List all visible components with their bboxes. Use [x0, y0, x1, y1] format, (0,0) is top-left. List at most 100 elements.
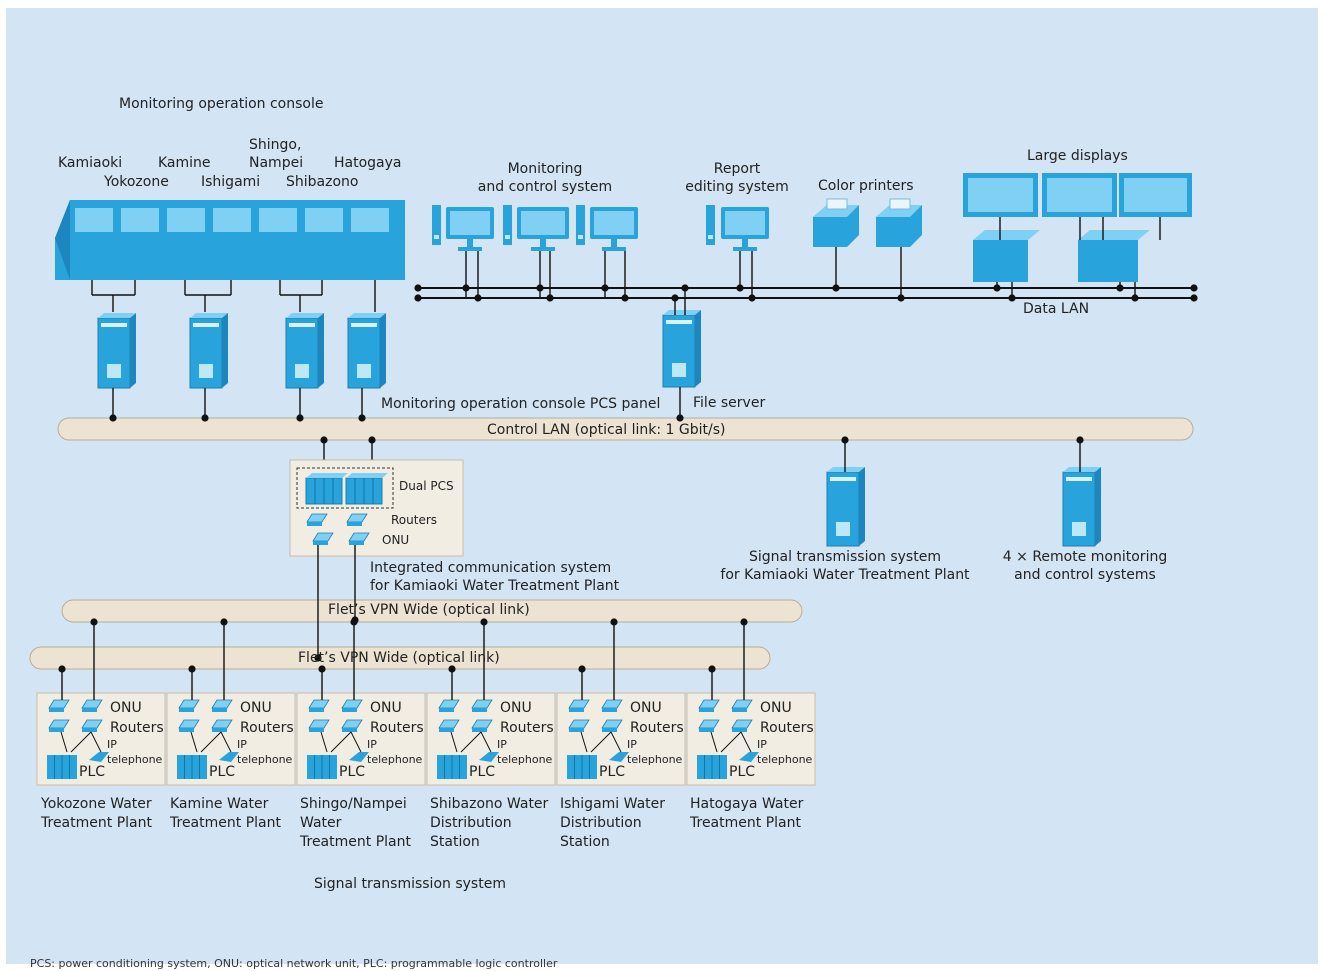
lan-bus: [57, 417, 1194, 441]
junction-dot: [474, 294, 482, 302]
junction-dot: [358, 414, 366, 422]
data-lan-label: Data LAN: [1023, 301, 1090, 317]
rack-top: [346, 473, 388, 478]
monitor-screen: [450, 211, 490, 235]
vpn-upper-label: Flet’s VPN Wide (optical link): [328, 602, 530, 618]
rack-top: [306, 473, 348, 478]
large-display-screen: [1047, 178, 1112, 212]
plant-plc-label: PLC: [209, 764, 236, 780]
router-body: [569, 708, 584, 712]
server-top: [348, 313, 386, 318]
router-body: [472, 708, 487, 712]
junction-dot: [1008, 294, 1016, 302]
pc-tower: [706, 205, 715, 245]
junction-dot: [462, 284, 470, 292]
junction-dot: [897, 294, 905, 302]
console-screen: [75, 208, 113, 232]
site-label-nampei: Nampei: [249, 155, 304, 171]
plant-telephone-label: telephone: [627, 753, 683, 766]
monitor-stand: [742, 239, 748, 247]
server-grille: [357, 364, 371, 378]
router-body: [309, 708, 324, 712]
junction-dot: [318, 665, 326, 673]
dual-pcs-outline: [296, 467, 394, 509]
server-grille: [199, 364, 213, 378]
junction-dot: [448, 665, 456, 673]
plant-hatogaya: Hatogaya Water Treatment Plant: [690, 796, 804, 831]
router-body: [602, 708, 617, 712]
monitoring-system-label: Monitoring and control system: [477, 161, 613, 195]
server-vent: [1066, 477, 1092, 481]
integrated-caption: Integrated communication system for Kami…: [370, 560, 620, 594]
monitor-screen: [594, 211, 634, 235]
connector-line: [200, 731, 222, 753]
connector-line: [710, 731, 718, 753]
connector-line: [740, 731, 752, 753]
printer-paper: [889, 198, 911, 210]
server-grille: [1072, 522, 1086, 536]
router-body: [82, 708, 97, 712]
plant-kamine: Kamine Water Treatment Plant: [170, 796, 281, 831]
connector-line: [590, 731, 612, 753]
footnote: PCS: power conditioning system, ONU: opt…: [30, 957, 558, 970]
lan-bus: [29, 646, 771, 670]
junction-dot: [610, 618, 618, 626]
site-label-shingo: Shingo,: [249, 137, 302, 153]
junction-dot: [480, 618, 488, 626]
monitor-stand: [540, 239, 546, 247]
plant-routers-label: Routers: [240, 720, 294, 736]
plant-telephone-label: telephone: [497, 753, 553, 766]
junction-dot: [681, 284, 689, 292]
plant-ip-label: IP: [367, 738, 377, 751]
onu-label: ONU: [382, 533, 410, 547]
server-top: [1063, 467, 1101, 472]
monitor-base: [531, 247, 555, 251]
console-screen: [259, 208, 297, 232]
pc-drive: [505, 235, 510, 239]
connector-line: [720, 731, 742, 753]
server-top: [663, 310, 701, 315]
pc-drive: [708, 235, 713, 239]
plant-ip-label: IP: [107, 738, 117, 751]
connector-line: [610, 731, 622, 753]
site-label-yokozone: Yokozone: [104, 174, 169, 190]
ip-phone: [739, 752, 759, 762]
plant-telephone-label: telephone: [367, 753, 423, 766]
server-top: [98, 313, 136, 318]
junction-dot: [671, 294, 679, 302]
console-screen: [121, 208, 159, 232]
ip-phone: [349, 752, 369, 762]
junction-dot: [841, 436, 849, 444]
plant-telephone-label: telephone: [107, 753, 163, 766]
large-displays-label: Large displays: [1027, 148, 1128, 164]
connector-line: [60, 731, 68, 753]
dual-pcs-label: Dual PCS: [399, 479, 454, 493]
junction-dot: [1190, 284, 1198, 292]
server-grille: [836, 522, 850, 536]
junction-dot: [708, 665, 716, 673]
server-vent: [830, 477, 856, 481]
junction-dot: [832, 284, 840, 292]
plant-routers-label: Routers: [370, 720, 424, 736]
ip-phone: [609, 752, 629, 762]
router-body: [309, 728, 324, 732]
console-screen: [167, 208, 205, 232]
router-body: [212, 708, 227, 712]
ip-phone: [89, 752, 109, 762]
site-label-kamine: Kamine: [158, 155, 211, 171]
router-body: [699, 708, 714, 712]
site-label-hatogaya: Hatogaya: [334, 155, 402, 171]
junction-dot: [201, 414, 209, 422]
router-body: [313, 541, 328, 545]
connector-line: [320, 731, 328, 753]
router-body: [342, 708, 357, 712]
server-grille: [107, 364, 121, 378]
router-body: [602, 728, 617, 732]
plant-plc-label: PLC: [599, 764, 626, 780]
router-body: [439, 728, 454, 732]
plant-routers-label: Routers: [110, 720, 164, 736]
plant-ishigami: Ishigami Water Distribution Station: [560, 796, 666, 850]
junction-dot: [536, 284, 544, 292]
junction-dot: [1190, 294, 1198, 302]
